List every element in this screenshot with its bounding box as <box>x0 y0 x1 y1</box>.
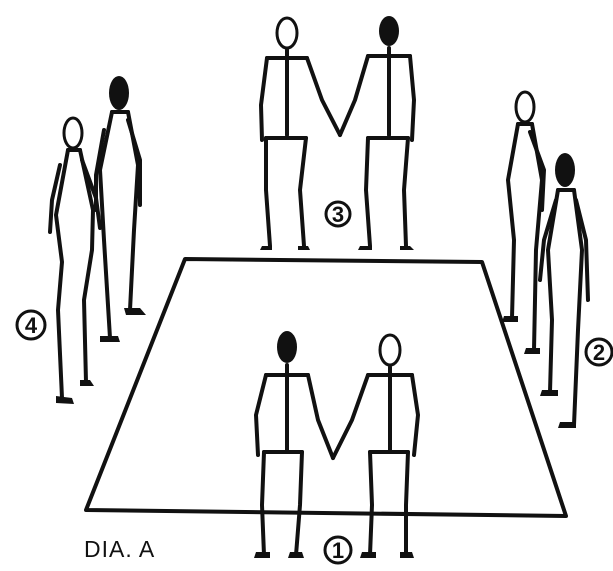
position-marker-2: 2 <box>586 339 612 365</box>
dancer-1-dark <box>254 331 333 558</box>
couple-4: 4 <box>17 76 146 404</box>
dance-floor-outline <box>86 259 566 516</box>
dancer-head-dark <box>277 331 297 363</box>
dancer-4-dark <box>96 76 146 342</box>
dancer-3-light <box>260 18 340 250</box>
dancer-2-dark <box>540 153 588 428</box>
dancer-head-dark <box>109 76 129 110</box>
dancer-head-light <box>277 18 297 48</box>
dancer-head-light <box>516 92 534 122</box>
position-number: 1 <box>332 538 344 563</box>
dancer-1-light <box>333 335 418 558</box>
couple-1: 1 <box>254 331 418 563</box>
position-number: 4 <box>25 313 38 338</box>
diagram-caption: DIA. A <box>84 536 155 563</box>
dancer-4-light <box>50 118 100 404</box>
position-marker-3: 3 <box>326 202 350 227</box>
position-marker-4: 4 <box>17 311 45 339</box>
position-number: 3 <box>332 202 344 227</box>
dancer-head-dark <box>379 16 399 46</box>
dancer-2-light <box>502 92 544 354</box>
couple-3: 3 <box>260 16 414 250</box>
dancer-head-light <box>64 118 82 148</box>
position-marker-1: 1 <box>325 537 351 563</box>
dancer-head-dark <box>555 153 575 187</box>
position-number: 2 <box>593 340 605 365</box>
dancer-head-light <box>380 335 400 365</box>
